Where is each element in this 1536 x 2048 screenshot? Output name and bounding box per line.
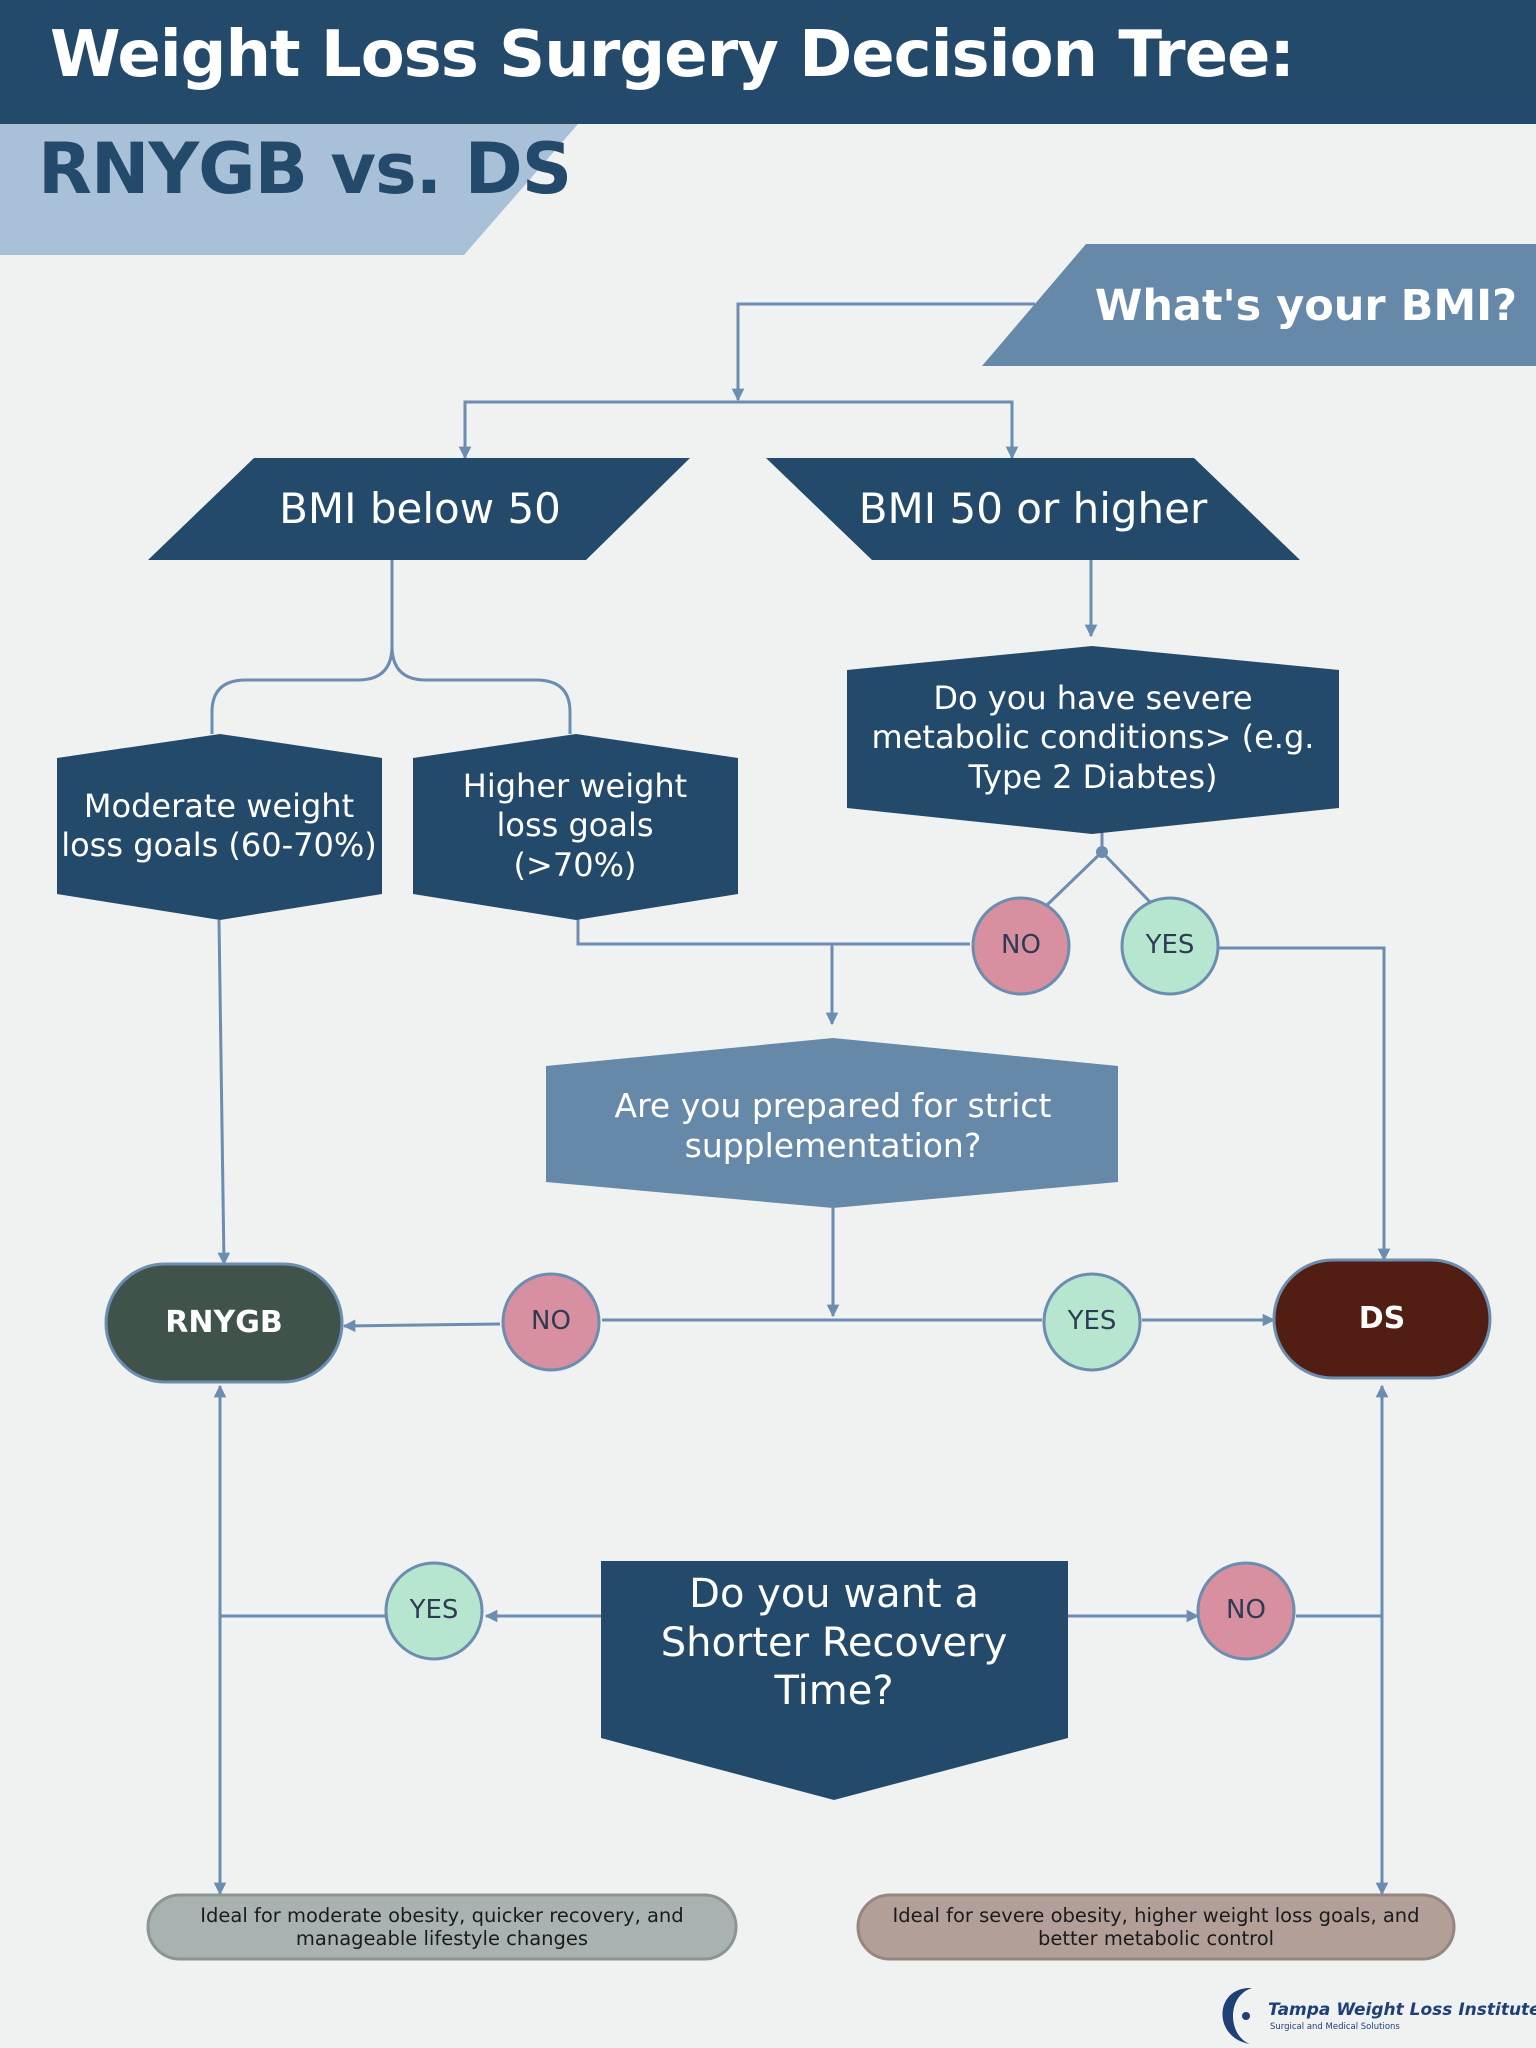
subtitle-band <box>0 124 578 255</box>
rnygb-outcome-shape <box>104 1262 344 1384</box>
connector-higher-goals <box>576 918 970 946</box>
supplement-yes-label: YES <box>1067 1306 1117 1337</box>
connectors <box>210 302 1391 1896</box>
metabolic-no-circle <box>971 896 1071 996</box>
higher-goals-label: Higher weight loss goals (>70%) <box>462 767 688 884</box>
rnygb-outcome-label: RNYGB <box>165 1304 283 1340</box>
page-title: Weight Loss Surgery Decision Tree: <box>50 18 1295 92</box>
ds-note-shape <box>856 1893 1456 1961</box>
metabolic-no-label: NO <box>1001 930 1041 961</box>
recovery-question-label: Do you want a Shorter Recovery Time? <box>660 1570 1008 1715</box>
connector-metabolic-no <box>1044 832 1104 908</box>
bmi-question-label: What's your BMI? <box>1094 280 1518 331</box>
rnygb-note-label: Ideal for moderate obesity, quicker reco… <box>200 1903 684 1950</box>
bmi-question-shape <box>982 244 1536 366</box>
higher-goals-shape <box>413 734 738 920</box>
connector-bmi-down <box>731 302 1035 402</box>
connector-no-to-rnygb <box>342 1319 501 1333</box>
supplement-yes-circle <box>1042 1272 1142 1372</box>
metabolic-question-label: Do you have severe metabolic conditions>… <box>871 679 1315 796</box>
moderate-goals-shape <box>57 734 382 920</box>
bmi-below-label: BMI below 50 <box>279 484 561 534</box>
header-band <box>0 0 1536 124</box>
bmi-above-shape <box>766 458 1300 560</box>
recovery-yes-circle <box>384 1561 484 1661</box>
metabolic-question-shape <box>847 646 1339 834</box>
supplement-no-circle <box>501 1272 601 1372</box>
connector-yes-to-ds <box>1218 946 1391 1262</box>
recovery-no-circle <box>1196 1561 1296 1661</box>
bmi-above-label: BMI 50 or higher <box>858 484 1208 534</box>
connector-bmi-below-branches <box>210 560 572 734</box>
recovery-yes-label: YES <box>409 1595 459 1626</box>
recovery-no-label: NO <box>1226 1595 1266 1626</box>
metabolic-yes-label: YES <box>1145 930 1195 961</box>
rnygb-note-shape <box>146 1893 738 1961</box>
moderate-goals-label: Moderate weight loss goals (60-70%) <box>61 786 377 864</box>
metabolic-yes-circle <box>1120 896 1220 996</box>
ds-outcome-label: DS <box>1358 1300 1406 1336</box>
supplement-no-label: NO <box>531 1306 571 1337</box>
junction-dot <box>1096 846 1108 858</box>
brand-tagline: Surgical and Medical Solutions <box>1270 2022 1400 2032</box>
ds-note-label: Ideal for severe obesity, higher weight … <box>892 1903 1420 1950</box>
ds-outcome-shape <box>1272 1258 1492 1380</box>
connector-bmi-split <box>463 400 1014 456</box>
recovery-question-shape <box>601 1561 1068 1800</box>
supplement-question-label: Are you prepared for strict supplementat… <box>614 1085 1052 1165</box>
connector-metabolic-yes <box>1100 850 1152 904</box>
brand-name: Tampa Weight Loss Institute <box>1268 2000 1536 2020</box>
page-subtitle: RNYGB vs. DS <box>38 128 572 210</box>
connector-moderate-to-rnygb <box>217 919 231 1266</box>
brand-logo-icon <box>1222 1987 1252 2044</box>
supplement-question-shape <box>546 1038 1118 1208</box>
bmi-below-shape <box>148 458 690 560</box>
